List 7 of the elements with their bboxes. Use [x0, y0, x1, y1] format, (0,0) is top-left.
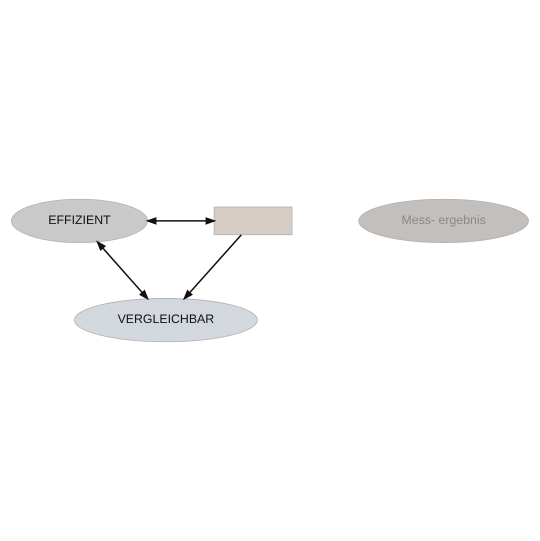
node-ellipse: VERGLEICHBAR	[74, 298, 258, 342]
arrow	[96, 240, 150, 300]
node-ellipse: EFFIZIENT	[11, 198, 148, 243]
arrow	[146, 217, 216, 225]
node-box	[214, 206, 292, 236]
node-ellipse: Mess- ergebnis	[358, 198, 529, 243]
arrow	[182, 234, 242, 300]
